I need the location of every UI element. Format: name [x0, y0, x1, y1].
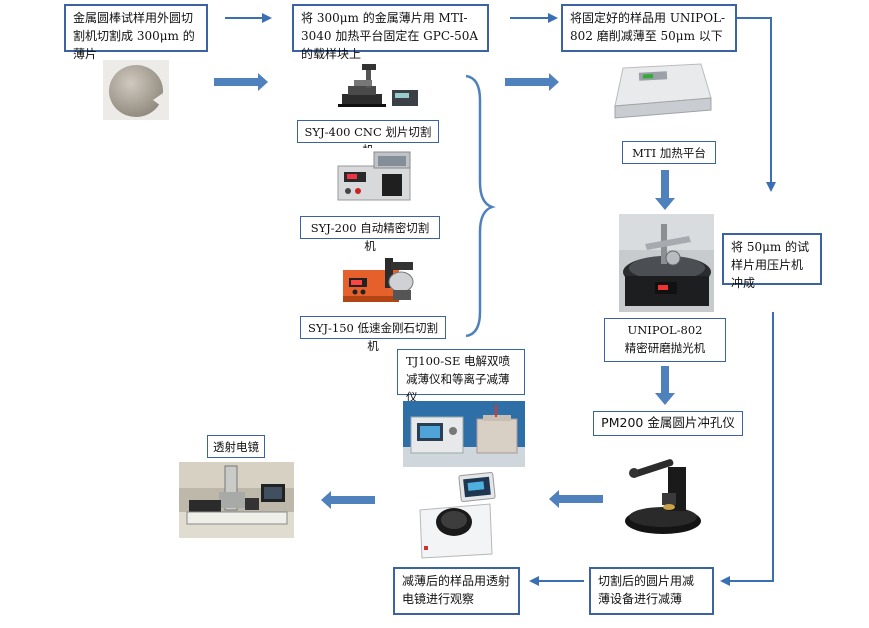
mti-platform-image [609, 58, 713, 122]
unipol-image [619, 214, 714, 312]
pm200-image [622, 447, 704, 537]
caption-unipol-desc: 精密研磨抛光机 [624, 341, 706, 355]
connector-grind-to-punch [737, 17, 776, 192]
connector-punch-to-thin [720, 312, 774, 586]
caption-syj400: SYJ-400 CNC 划片切割机 [297, 120, 439, 157]
caption-mti-platform: MTI 加热平台 [622, 141, 716, 164]
block-arrow-cutters-to-platform [505, 73, 559, 91]
tj100-image [403, 401, 525, 467]
step-grind-box: 将固定好的样品用 UNIPOL-802 磨削减薄至 50μm 以下 [561, 4, 737, 52]
block-arrow-punch-to-thinner [549, 490, 603, 508]
block-arrow-thinner-to-tem [321, 491, 375, 509]
block-arrow-platform-down [655, 170, 675, 210]
step-grind-text: 将固定好的样品用 UNIPOL-802 磨削减薄至 50μm 以下 [570, 11, 726, 43]
caption-unipol: UNIPOL-802 精密研磨抛光机 [604, 318, 726, 362]
caption-syj150: SYJ-150 低速金刚石切割机 [300, 316, 446, 353]
step-observe-box: 减薄后的样品用透射电镜进行观察 [393, 567, 520, 615]
block-arrow-unipol-down [655, 366, 675, 405]
step-thin-box: 切割后的圆片用减薄设备进行减薄 [589, 567, 714, 615]
step-fix-sample-text: 将 300μm 的金属薄片用 MTI-3040 加热平台固定在 GPC-50A … [301, 11, 479, 61]
block-arrow-disc-to-cutters [214, 73, 268, 91]
syj400-image [336, 60, 422, 116]
step-thin-text: 切割后的圆片用减薄设备进行减薄 [598, 574, 695, 606]
caption-tem: 透射电镜 [207, 435, 265, 458]
step-fix-sample-box: 将 300μm 的金属薄片用 MTI-3040 加热平台固定在 GPC-50A … [292, 4, 489, 61]
metal-disc-image [103, 60, 169, 120]
step-punch-text: 将 50μm 的试样片用压片机冲成 [731, 240, 810, 290]
cutters-brace [465, 74, 496, 338]
syj200-image [334, 148, 414, 206]
syj150-image [339, 252, 417, 308]
caption-syj200: SYJ-200 自动精密切割机 [300, 216, 440, 253]
caption-pm200: PM200 金属圆片冲孔仪 [593, 411, 743, 436]
caption-unipol-model: UNIPOL-802 [627, 323, 703, 337]
step-cut-rod-text: 金属圆棒试样用外圆切割机切割成 300μm 的薄片 [73, 11, 195, 61]
step-punch-box: 将 50μm 的试样片用压片机冲成 [722, 233, 822, 290]
thinner-device-image [414, 470, 496, 562]
caption-tj100: TJ100-SE 电解双喷减薄仪和等离子减薄仪 [397, 349, 525, 404]
step-cut-rod-box: 金属圆棒试样用外圆切割机切割成 300μm 的薄片 [64, 4, 208, 61]
step-observe-text: 减薄后的样品用透射电镜进行观察 [402, 574, 511, 606]
tem-image [179, 462, 294, 538]
